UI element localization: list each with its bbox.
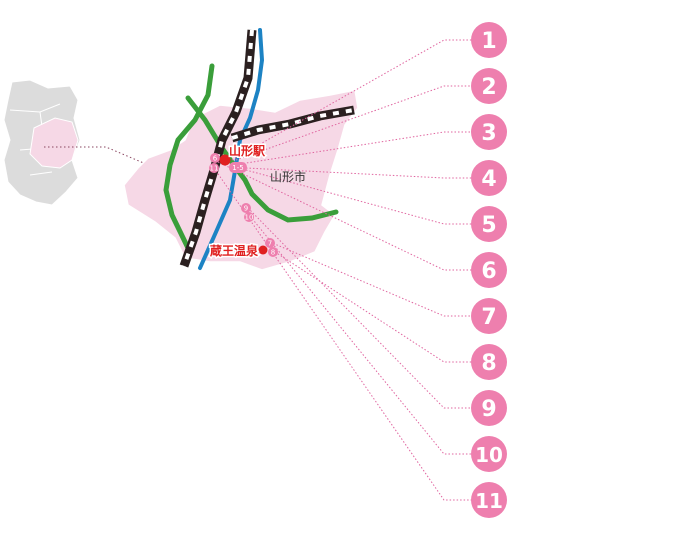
marker-group-range: 1-5: [229, 162, 247, 173]
svg-text:8: 8: [481, 351, 496, 376]
leader-line-1: [231, 39, 472, 161]
yamagata-city-region: [123, 89, 359, 271]
leader-lines: [213, 39, 472, 501]
svg-text:11: 11: [210, 165, 219, 173]
callout-8[interactable]: 8: [471, 344, 507, 380]
station-marker-icon[interactable]: [219, 154, 231, 166]
svg-text:1: 1: [481, 29, 496, 54]
svg-text:10: 10: [245, 214, 254, 222]
marker-group-station-west: 6 11: [209, 153, 220, 173]
svg-text:10: 10: [475, 443, 503, 467]
station-label: 山形駅: [229, 143, 266, 158]
svg-text:1-5: 1-5: [232, 164, 243, 172]
callout-3[interactable]: 3: [471, 114, 507, 150]
svg-text:2: 2: [481, 75, 496, 100]
svg-text:5: 5: [481, 213, 496, 238]
callout-4[interactable]: 4: [471, 160, 507, 196]
inset-yamagata-city-area: [29, 117, 79, 169]
svg-text:7: 7: [268, 240, 272, 248]
svg-text:9: 9: [244, 205, 248, 213]
leader-line-11: [213, 167, 472, 501]
map-marker-11[interactable]: [209, 163, 219, 173]
leader-line-3: [239, 131, 472, 165]
map-marker-9[interactable]: [241, 203, 251, 213]
svg-text:9: 9: [481, 397, 496, 422]
svg-text:6: 6: [481, 259, 496, 284]
onsen-label: 蔵王温泉: [210, 243, 259, 258]
callout-2[interactable]: 2: [471, 68, 507, 104]
callout-1[interactable]: 1: [471, 22, 507, 58]
highway-west: [163, 63, 215, 251]
leader-line-10: [249, 215, 472, 455]
map-marker-range-1-5[interactable]: [229, 162, 247, 173]
map-marker-7[interactable]: [265, 238, 275, 248]
callout-11[interactable]: 11: [471, 482, 507, 518]
callout-10[interactable]: 10: [471, 436, 507, 472]
callout-9[interactable]: 9: [471, 390, 507, 426]
map-marker-8[interactable]: [268, 247, 278, 257]
callout-list: 1 2 3 4 5 6 7 8 9 10 11: [471, 22, 507, 518]
city-label: 山形市: [270, 169, 306, 184]
leader-line-9: [247, 207, 472, 409]
svg-text:6: 6: [213, 155, 218, 163]
onsen-marker-icon[interactable]: [258, 245, 268, 255]
callout-7[interactable]: 7: [471, 298, 507, 334]
svg-text:7: 7: [481, 305, 496, 330]
leader-line-7: [269, 241, 472, 317]
map-marker-6[interactable]: [210, 153, 220, 163]
callout-5[interactable]: 5: [471, 206, 507, 242]
svg-text:4: 4: [481, 167, 496, 192]
marker-group-zao: 7 8: [265, 238, 278, 257]
leader-line-2: [235, 85, 472, 161]
svg-text:8: 8: [271, 249, 275, 257]
map-marker-10[interactable]: [244, 212, 254, 222]
svg-text:11: 11: [475, 489, 503, 513]
inset-connector-line: [44, 146, 161, 171]
leader-line-8: [271, 249, 472, 363]
marker-group-south: 9 10: [241, 203, 254, 222]
highway-branch: [185, 95, 339, 223]
svg-text:3: 3: [481, 121, 496, 146]
callout-6[interactable]: 6: [471, 252, 507, 288]
